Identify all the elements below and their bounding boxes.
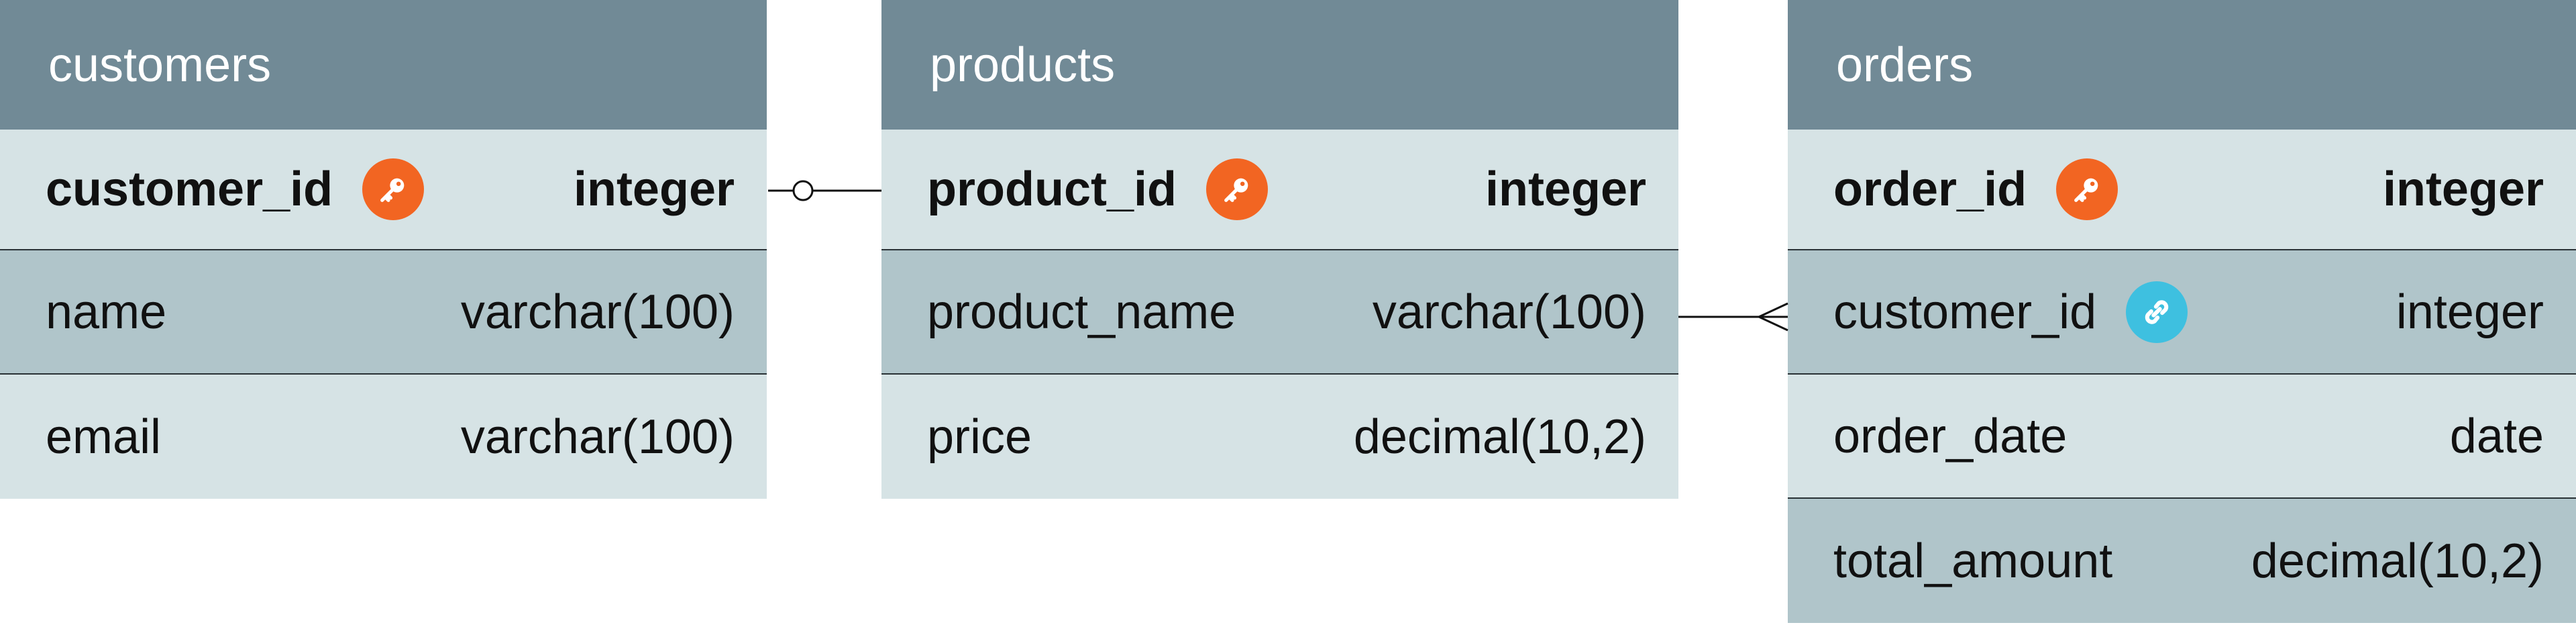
- column-name: total_amount: [1833, 534, 2113, 588]
- column-name: product_name: [927, 285, 1236, 339]
- relationship-customers-products: [768, 180, 881, 201]
- primary-key-row[interactable]: order_id integer: [1788, 130, 2576, 250]
- key-icon: [2056, 158, 2118, 220]
- column-name: customer_id: [1833, 285, 2097, 339]
- table-products[interactable]: products product_id integer product_name…: [881, 0, 1678, 499]
- table-title: products: [881, 0, 1678, 130]
- column-row[interactable]: email varchar(100): [0, 375, 767, 499]
- column-row[interactable]: product_name varchar(100): [881, 250, 1678, 375]
- key-icon: [1206, 158, 1268, 220]
- column-type: integer: [2396, 285, 2544, 339]
- table-title: orders: [1788, 0, 2576, 130]
- column-name: price: [927, 409, 1032, 464]
- column-name: order_id: [1833, 162, 2027, 216]
- column-type: integer: [573, 162, 735, 216]
- relationship-products-orders: [1678, 302, 1788, 332]
- table-customers[interactable]: customers customer_id integer name varch…: [0, 0, 767, 499]
- column-row[interactable]: price decimal(10,2): [881, 375, 1678, 499]
- column-name: name: [46, 285, 167, 339]
- link-icon: [2126, 281, 2188, 343]
- table-title: customers: [0, 0, 767, 130]
- table-orders[interactable]: orders order_id integer customer_id inte…: [1788, 0, 2576, 623]
- column-type: varchar(100): [460, 409, 735, 464]
- column-name: product_id: [927, 162, 1177, 216]
- column-name: email: [46, 409, 162, 464]
- column-name: customer_id: [46, 162, 333, 216]
- column-row[interactable]: order_date date: [1788, 375, 2576, 499]
- column-row[interactable]: name varchar(100): [0, 250, 767, 375]
- column-row[interactable]: total_amount decimal(10,2): [1788, 499, 2576, 623]
- foreign-key-row[interactable]: customer_id integer: [1788, 250, 2576, 375]
- column-type: integer: [2382, 162, 2544, 216]
- column-type: decimal(10,2): [2251, 534, 2544, 588]
- primary-key-row[interactable]: product_id integer: [881, 130, 1678, 250]
- column-type: decimal(10,2): [1353, 409, 1646, 464]
- column-type: date: [2449, 409, 2544, 463]
- primary-key-row[interactable]: customer_id integer: [0, 130, 767, 250]
- key-icon: [362, 158, 425, 220]
- column-type: varchar(100): [460, 285, 735, 339]
- column-type: integer: [1485, 162, 1646, 216]
- column-type: varchar(100): [1372, 285, 1646, 339]
- column-name: order_date: [1833, 409, 2068, 463]
